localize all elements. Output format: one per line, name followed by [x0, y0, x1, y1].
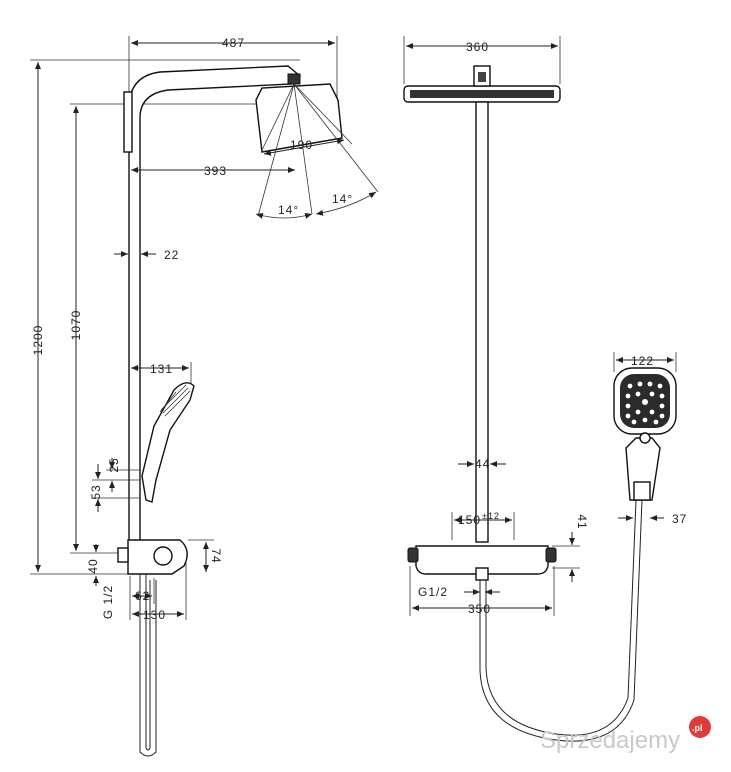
dim-53: 53 [89, 484, 103, 499]
dim-150-tolerance: ±12 [482, 511, 500, 521]
side-view: 487 1200 1070 14° 14° 190 393 22 [30, 36, 379, 757]
dim-1070: 1070 [69, 310, 83, 341]
dim-44: 44 [475, 457, 490, 471]
dim-22: 22 [164, 248, 179, 262]
dim-131: 131 [150, 362, 173, 376]
dim-62: 62 [135, 589, 150, 603]
front-thermostat [415, 545, 549, 575]
side-hose [139, 574, 157, 757]
dim-37: 37 [672, 512, 687, 526]
dim-1200: 1200 [31, 325, 45, 356]
spray-nozzles-icon [625, 381, 665, 425]
front-head-nozzles [410, 90, 554, 98]
watermark-text: Sprzedajemy [540, 727, 680, 754]
front-view: 360 44 150 ±12 41 G1/2 [403, 36, 687, 742]
dim-130: 130 [143, 608, 166, 622]
front-hand-shower [613, 367, 677, 501]
dim-150: 150 [458, 513, 481, 527]
dim-40: 40 [86, 558, 100, 573]
side-hand-shower [141, 382, 195, 503]
dim-g12-side: G 1/2 [101, 585, 115, 619]
watermark-badge-icon [689, 716, 711, 738]
dim-393: 393 [204, 164, 227, 178]
watermark: Sprzedajemy .pl [540, 716, 711, 754]
dim-25: 25 [107, 457, 121, 472]
dim-190: 190 [290, 138, 313, 152]
dim-360: 360 [466, 40, 489, 54]
front-hose [479, 499, 643, 742]
watermark-suffix: .pl [692, 723, 703, 733]
side-wall-bracket [123, 91, 133, 153]
dim-74: 74 [209, 548, 223, 563]
dim-14-right: 14° [332, 192, 353, 206]
dim-487: 487 [222, 36, 245, 50]
dim-g12-front: G1/2 [418, 585, 448, 599]
dim-350: 350 [468, 602, 491, 616]
dim-122: 122 [631, 354, 654, 368]
front-pipe [475, 101, 489, 543]
dim-41: 41 [575, 514, 589, 529]
dim-14-left: 14° [278, 203, 299, 217]
